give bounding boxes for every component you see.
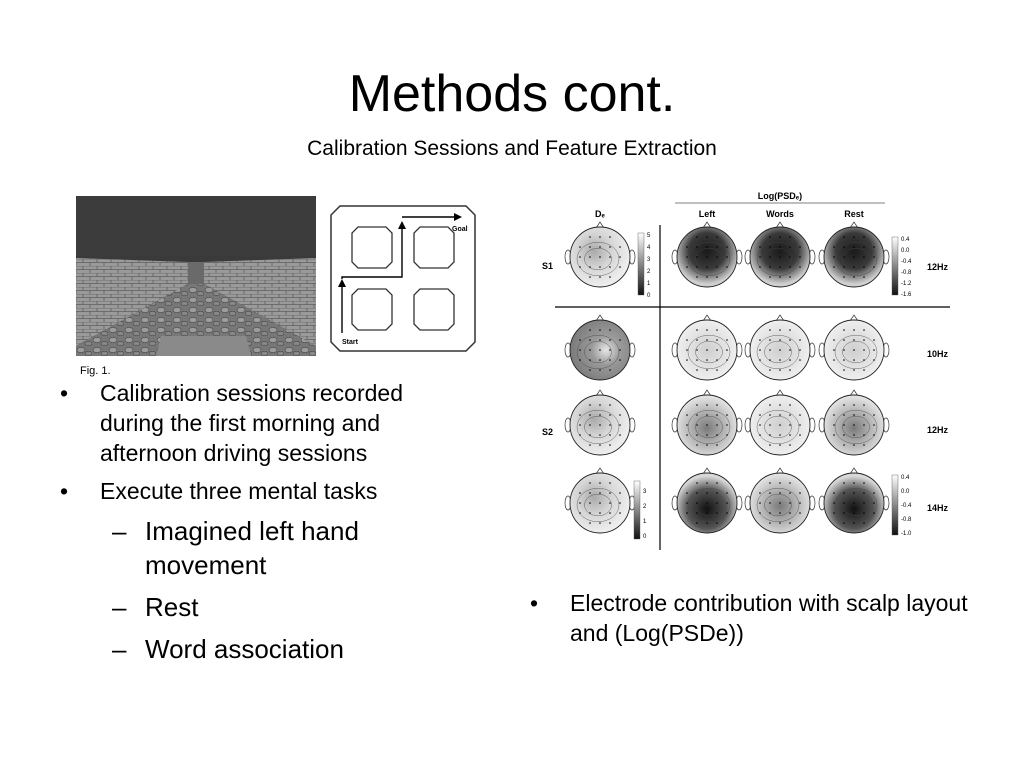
scalp-map [564, 467, 636, 534]
sub-bullet-text: Word association [145, 634, 344, 664]
bullet-mental-tasks: • Execute three mental tasks [60, 476, 460, 506]
sub-bullet-marker: – [112, 516, 127, 546]
sub-bullet-marker: – [112, 592, 127, 622]
track-map-diagram: Goal Start [330, 205, 476, 352]
cbar-tick: -0.8 [901, 270, 912, 276]
eeg-col-rest: Rest [844, 209, 864, 219]
slide-title: Methods cont. [348, 65, 676, 123]
colorbar-s2-de [633, 480, 641, 540]
cbar-tick: -1.6 [901, 292, 912, 298]
cbar-tick: 2 [643, 504, 647, 510]
bullet-marker: • [60, 478, 69, 504]
cbar-tick: 0.0 [901, 248, 910, 254]
map-goal-label: Goal [452, 226, 468, 233]
bullet-text: Execute three mental tasks [100, 478, 378, 504]
scalp-map [744, 314, 816, 381]
cbar-tick: 0.4 [901, 475, 910, 481]
cbar-tick: -1.0 [901, 531, 912, 537]
cbar-tick: -0.4 [901, 259, 912, 265]
cbar-tick: 0.0 [901, 489, 910, 495]
bullet-calibration: • Calibration sessions recorded during t… [60, 378, 460, 468]
eeg-subject-s2: S2 [542, 427, 553, 437]
cbar-tick: 4 [647, 245, 651, 251]
cbar-tick: 0 [647, 293, 651, 299]
scalp-map [564, 389, 636, 456]
colorbar-s1-psd [891, 236, 899, 296]
colorbar-s1-de [637, 232, 645, 296]
eeg-freq-row3: 12Hz [927, 425, 949, 435]
eeg-scalp-topography-figure: Log(PSDₑ) Dₑ Left Words Rest S1 S2 12Hz … [542, 191, 950, 550]
scalp-map [564, 221, 636, 288]
figure-caption: Fig. 1. [80, 365, 111, 377]
sub-bullet-text: Imagined left hand movement [145, 516, 359, 580]
scalp-map [818, 467, 890, 534]
cbar-tick: 1 [643, 519, 647, 525]
cbar-tick: 3 [647, 257, 651, 263]
cbar-tick: 0.4 [901, 237, 910, 243]
sub-bullet-rest: – Rest [60, 590, 460, 624]
sub-bullet-word-association: – Word association [60, 632, 460, 666]
scalp-map [818, 221, 890, 288]
sub-bullet-text: Rest [145, 592, 199, 622]
slide-subtitle: Calibration Sessions and Feature Extract… [307, 137, 717, 160]
scalp-map [564, 314, 636, 381]
sub-bullet-marker: – [112, 634, 127, 664]
scalp-map [744, 467, 816, 534]
eeg-freq-row1: 12Hz [927, 262, 949, 272]
map-start-label: Start [342, 339, 359, 346]
bullet-marker: • [60, 380, 69, 406]
scalp-map [744, 221, 816, 288]
scalp-map [671, 314, 743, 381]
eeg-col-left: Left [699, 209, 716, 219]
left-bullet-list: • Calibration sessions recorded during t… [60, 378, 460, 674]
eeg-freq-row4: 14Hz [927, 503, 949, 513]
scalp-map [671, 221, 743, 288]
cbar-tick: -0.4 [901, 503, 912, 509]
cbar-tick: -0.8 [901, 517, 912, 523]
bullet-text: Calibration sessions recorded during the… [100, 380, 403, 466]
bullet-text: Electrode contribution with scalp layout… [570, 590, 968, 646]
cbar-tick: 5 [647, 233, 651, 239]
colorbar-s2-psd [891, 474, 899, 536]
eeg-subject-s1: S1 [542, 261, 553, 271]
scalp-map [818, 314, 890, 381]
cbar-tick: 3 [643, 489, 647, 495]
eeg-freq-row2: 10Hz [927, 349, 949, 359]
driving-simulator-image [76, 196, 316, 356]
eeg-top-label: Log(PSDₑ) [758, 191, 802, 201]
scalp-map [744, 389, 816, 456]
eeg-col-words: Words [766, 209, 794, 219]
sub-bullet-imagined-left-hand: – Imagined left hand movement [60, 514, 460, 582]
cbar-tick: 0 [643, 534, 647, 540]
scalp-map [818, 389, 890, 456]
scalp-map [671, 389, 743, 456]
cbar-tick: 1 [647, 281, 651, 287]
bullet-marker: • [530, 590, 539, 616]
cbar-tick: -1.2 [901, 281, 912, 287]
eeg-col-de: Dₑ [595, 209, 605, 219]
scalp-map [671, 467, 743, 534]
bullet-electrode-contribution: • Electrode contribution with scalp layo… [530, 588, 970, 648]
cbar-tick: 2 [647, 269, 651, 275]
